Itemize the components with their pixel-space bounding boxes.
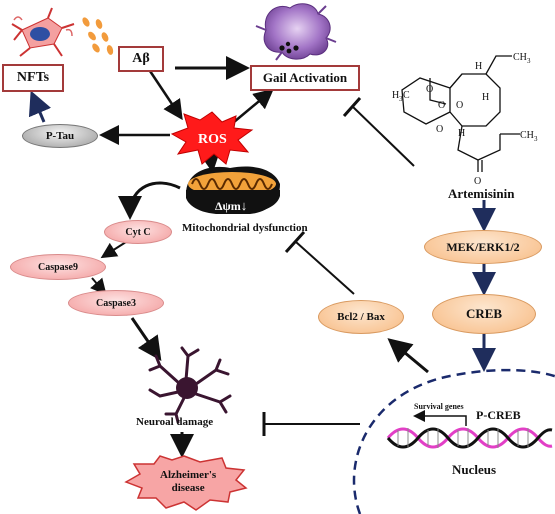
alzheimers-line2: disease xyxy=(171,482,205,494)
neuron-icon xyxy=(148,346,232,424)
nfts-box: NFTs xyxy=(2,64,64,92)
inhibit-artemisinin-glial xyxy=(351,105,415,167)
svg-text:3: 3 xyxy=(399,95,403,103)
svg-text:O: O xyxy=(474,176,481,187)
ros-label: ROS xyxy=(198,132,227,147)
arrow-ptau-to-nfts xyxy=(28,90,52,123)
glial-activation-box: Gail Activation xyxy=(250,65,360,91)
arrow-mito-to-cytc xyxy=(118,181,181,220)
bcl2-bax-node: Bcl2 / Bax xyxy=(318,300,404,334)
dna-helix-icon xyxy=(386,427,553,449)
svg-text:H: H xyxy=(475,61,482,72)
alzheimers-starburst xyxy=(124,455,248,511)
svg-text:CH: CH xyxy=(513,52,527,63)
svg-text:3: 3 xyxy=(527,57,531,65)
abeta-pellets-icon xyxy=(82,17,114,55)
delta-psi-m-text: Δψm xyxy=(215,199,241,213)
alzheimers-line1: Alzheimer's xyxy=(160,469,217,481)
svg-text:C: C xyxy=(403,90,410,101)
p-creb-label: P-CREB xyxy=(476,408,521,422)
mek-erk-node: MEK/ERK1/2 xyxy=(424,230,542,264)
svg-text:H: H xyxy=(392,90,399,101)
arrow-cytc-to-casp9 xyxy=(100,241,127,259)
inhibit-bcl2-mito xyxy=(295,241,355,295)
ptau-node: P-Tau xyxy=(22,124,98,148)
arrow-abeta-to-ros xyxy=(146,67,183,121)
survival-genes-label: Survival genes xyxy=(414,402,464,411)
neuronal-damage-label: Neuroal damage xyxy=(136,416,214,428)
arrow-ros-to-glial xyxy=(233,88,274,123)
down-arrow-icon: ↓ xyxy=(240,198,248,213)
artemisinin-atoms: H CH 3 H 3 C O O O O O H H CH 3 xyxy=(392,52,538,187)
nucleus-border xyxy=(352,368,555,514)
svg-text:3: 3 xyxy=(534,135,538,143)
creb-node: CREB xyxy=(432,294,536,334)
mito-dysfunction-label: Mitochondrial dysfunction xyxy=(182,222,308,234)
svg-text:O: O xyxy=(456,100,463,111)
glial-cell-icon xyxy=(255,3,337,61)
arrow-nucleus-to-bcl2 xyxy=(387,338,429,374)
artemisinin-structure-icon xyxy=(401,55,520,172)
ros-starburst xyxy=(170,111,254,165)
inhibit-bar-glial xyxy=(342,97,362,117)
caspase9-node: Caspase9 xyxy=(10,254,106,280)
cytc-node: Cyt C xyxy=(104,220,172,244)
delta-psi-m-label: Δψm↓ xyxy=(215,198,247,214)
svg-text:H: H xyxy=(482,92,489,103)
svg-text:O: O xyxy=(426,84,433,95)
nft-neuron-icon xyxy=(11,7,75,57)
svg-text:H: H xyxy=(458,128,465,139)
mitochondrion-icon xyxy=(186,166,280,214)
caspase3-node: Caspase3 xyxy=(68,290,164,316)
abeta-box: Aβ xyxy=(118,46,164,72)
survival-genes-arrow xyxy=(413,410,467,426)
artemisinin-label: Artemisinin xyxy=(448,186,515,201)
svg-text:O: O xyxy=(436,124,443,135)
arrow-casp3-to-neuron xyxy=(130,317,162,361)
inhibit-bar-mito xyxy=(284,230,306,254)
alzheimers-label: Alzheimer's disease xyxy=(160,469,216,495)
svg-text:CH: CH xyxy=(520,130,534,141)
svg-text:O: O xyxy=(438,100,445,111)
nucleus-label: Nucleus xyxy=(452,462,497,477)
